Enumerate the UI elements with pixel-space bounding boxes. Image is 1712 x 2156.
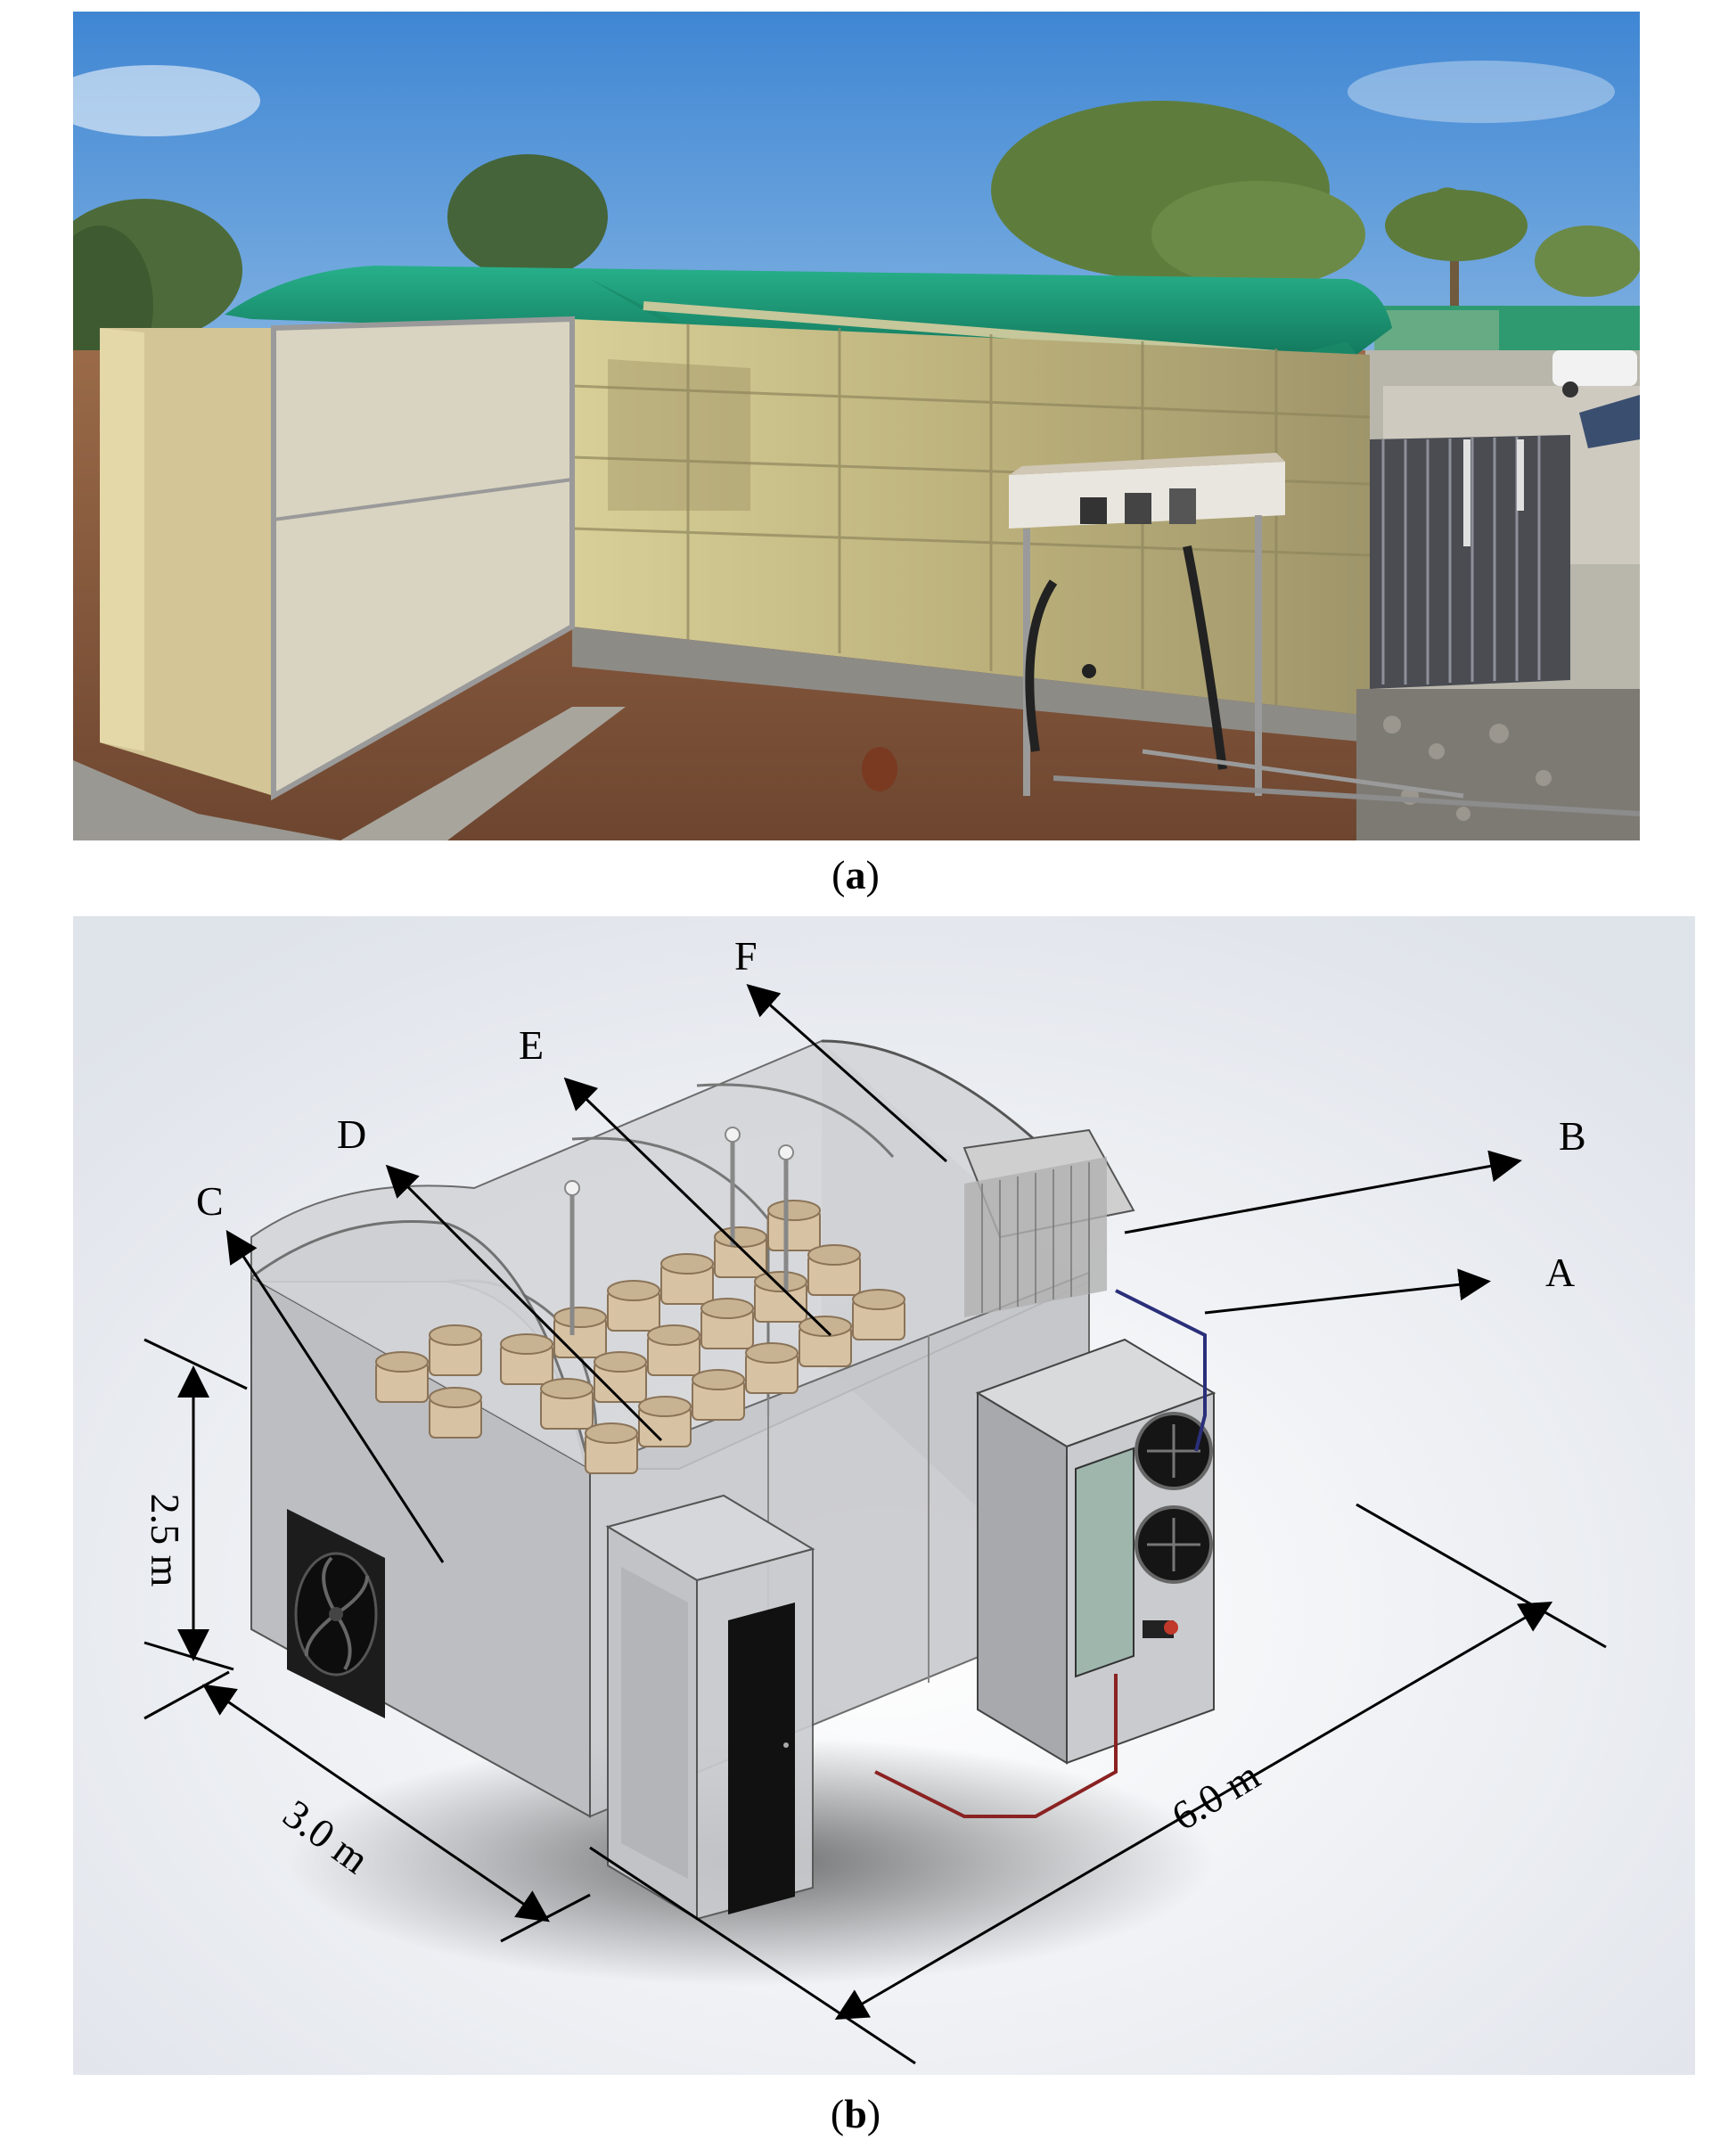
label-B: B xyxy=(1559,1113,1586,1159)
dimension-height xyxy=(143,1338,248,1671)
truck xyxy=(1552,350,1637,386)
label-F: F xyxy=(734,933,758,979)
greenhouse-cad-diagram: F E D C B A 2.5 m 3.0 m 6.0 m xyxy=(73,916,1695,2075)
water-line xyxy=(1115,1289,1207,1452)
dimension-length xyxy=(589,1503,1607,2065)
cooling-pad-rack xyxy=(962,1128,1135,1317)
door-frame xyxy=(271,316,575,801)
cooling-pads xyxy=(1370,435,1570,689)
dim-height-label: 2.5 m xyxy=(143,1494,188,1587)
exhaust-fan xyxy=(287,1509,385,1718)
control-box xyxy=(1009,453,1285,796)
shade-net xyxy=(225,266,1392,355)
background-trees xyxy=(73,101,1640,386)
cooling-unit xyxy=(975,1338,1216,1765)
entrance-vestibule xyxy=(605,1494,815,1921)
caption-a: (a) xyxy=(831,852,880,898)
label-C: C xyxy=(196,1178,224,1224)
greenhouse-photo xyxy=(73,12,1640,840)
greenhouse-wall xyxy=(572,319,1370,716)
plant-pots xyxy=(375,1200,905,1474)
label-E: E xyxy=(519,1022,544,1068)
label-D: D xyxy=(337,1111,366,1157)
dimension-width xyxy=(143,1670,591,1943)
label-A: A xyxy=(1545,1250,1575,1295)
cooler-panel xyxy=(1075,1447,1135,1678)
caption-b: (b) xyxy=(830,2091,881,2136)
sensor-poles xyxy=(569,1139,789,1335)
door xyxy=(728,1603,795,1914)
